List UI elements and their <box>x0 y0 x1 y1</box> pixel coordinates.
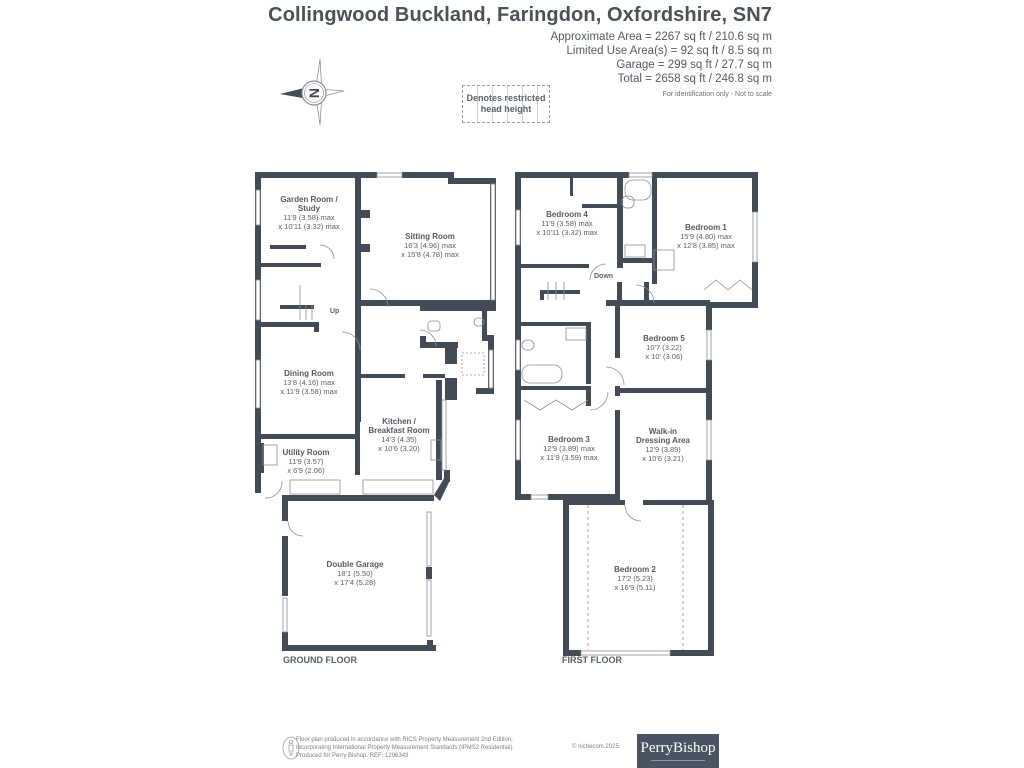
room-sitting-room: Sitting Room 16'3 (4.96) max x 15'8 (4.7… <box>370 232 490 259</box>
room-dimension: 14'3 (4.35) <box>381 435 417 444</box>
room-dimension: 12'9 (3.89) max <box>543 444 595 453</box>
room-dimension: x 12'8 (3.85) max <box>677 241 735 250</box>
limited-use-area: Limited Use Area(s) = 92 sq ft / 8.5 sq … <box>566 45 773 57</box>
room-dimension: 17'2 (5.23) <box>617 574 653 583</box>
room-name: Garden Room / <box>280 195 338 204</box>
room-name: Bedroom 3 <box>548 435 590 444</box>
garage-area: Garage = 299 sq ft / 27.7 sq m <box>616 59 772 71</box>
stairs-down-label: Down <box>594 273 614 280</box>
footer-disclaimer: Floor plan produced in accordance with R… <box>296 736 514 760</box>
total-area: Total = 2658 sq ft / 246.8 sq m <box>617 73 772 85</box>
room-dimension: x 6'9 (2.06) <box>287 466 325 475</box>
room-walk-in-dressing: Walk-in Dressing Area 12'9 (3.89) x 10'6… <box>622 427 704 463</box>
room-dimension: x 11'9 (3.58) max <box>280 387 338 396</box>
approximate-area: Approximate Area = 2267 sq ft / 210.6 sq… <box>550 31 772 43</box>
room-bedroom-2: Bedroom 2 17'2 (5.23) x 16'9 (5.11) <box>595 565 675 592</box>
room-dimension: 11'9 (3.58) max <box>283 213 335 222</box>
room-garden-room-study: Garden Room / Study 11'9 (3.58) max x 10… <box>264 195 354 231</box>
room-dimension: 18'1 (5.50) <box>337 569 373 578</box>
room-name: Dressing Area <box>636 436 690 445</box>
area-summary: Approximate Area = 2267 sq ft / 210.6 sq… <box>550 30 772 102</box>
room-dimension: 11'9 (3.58) max <box>541 219 593 228</box>
room-utility-room: Utility Room 11'9 (3.57) x 6'9 (2.06) <box>276 448 336 475</box>
room-bedroom-3: Bedroom 3 12'9 (3.89) max x 11'9 (3.59) … <box>524 435 614 462</box>
room-double-garage: Double Garage 18'1 (5.50) x 17'4 (5.28) <box>310 560 400 587</box>
room-dimension: 11'9 (3.57) <box>288 457 324 466</box>
room-name: Breakfast Room <box>368 426 430 435</box>
room-dimension: 15'9 (4.80) max <box>680 232 732 241</box>
room-dimension: x 11'9 (3.59) max <box>540 453 598 462</box>
first-floor-label: FIRST FLOOR <box>562 655 622 665</box>
room-dining-room: Dining Room 13'8 (4.16) max x 11'9 (3.58… <box>262 369 356 396</box>
room-bedroom-1: Bedroom 1 15'9 (4.80) max x 12'8 (3.85) … <box>662 223 750 250</box>
room-name: Dining Room <box>284 369 334 378</box>
room-kitchen-breakfast: Kitchen / Breakfast Room 14'3 (4.35) x 1… <box>356 417 442 453</box>
footer-line: Incorporating International Property Mea… <box>296 745 515 751</box>
room-name: Double Garage <box>326 560 384 569</box>
brand-name: PerryBishop <box>640 740 716 756</box>
room-dimension: x 17'4 (5.28) <box>334 578 376 587</box>
perry-bishop-logo: PerryBishop <box>637 734 719 768</box>
room-dimension: x 10'11 (3.32) max <box>536 228 598 237</box>
room-name: Bedroom 2 <box>614 565 656 574</box>
room-dimension: x 15'8 (4.78) max <box>401 250 459 259</box>
room-dimension: x 10'11 (3.32) max <box>278 222 340 231</box>
room-dimension: x 10'6 (3.20) <box>378 444 420 453</box>
footer-line: Produced for Perry Bishop. REF: 1296343 <box>296 753 409 759</box>
room-name: Study <box>297 204 321 213</box>
room-name: Bedroom 1 <box>685 223 727 232</box>
person-measure-icon <box>282 736 300 760</box>
room-dimension: 10'7 (3.22) <box>646 343 682 352</box>
legend-line-2: head height <box>480 104 532 114</box>
scale-note: For identification only - Not to scale <box>662 91 772 98</box>
room-name: Kitchen / <box>382 417 416 426</box>
ground-floor-label: GROUND FLOOR <box>283 655 357 665</box>
legend-line-1: Denotes restricted <box>466 93 546 103</box>
brand-tagline-rule <box>651 760 705 761</box>
compass-north-icon: N <box>280 58 345 126</box>
restricted-height-legend: Denotes restricted head height <box>462 85 550 123</box>
svg-text:N: N <box>306 88 322 98</box>
room-dimension: x 10'6 (3.21) <box>642 454 684 463</box>
room-name: Utility Room <box>282 448 330 457</box>
stairs-up-label: Up <box>330 308 340 315</box>
footer-line: Floor plan produced in accordance with R… <box>296 737 513 743</box>
room-dimension: x 16'9 (5.11) <box>614 583 656 592</box>
room-name: Walk-in <box>648 427 678 436</box>
room-name: Bedroom 5 <box>643 334 685 343</box>
room-dimension: 13'8 (4.16) max <box>283 378 335 387</box>
room-dimension: 16'3 (4.96) max <box>404 241 456 250</box>
room-name: Sitting Room <box>405 232 455 241</box>
copyright: © nichecom 2025. <box>572 744 621 750</box>
room-dimension: x 10' (3.06) <box>645 352 683 361</box>
room-name: Bedroom 4 <box>546 210 588 219</box>
property-title: Collingwood Buckland, Faringdon, Oxfords… <box>268 4 772 26</box>
room-bedroom-5: Bedroom 5 10'7 (3.22) x 10' (3.06) <box>624 334 704 361</box>
room-bedroom-4: Bedroom 4 11'9 (3.58) max x 10'11 (3.32)… <box>522 210 612 237</box>
room-dimension: 12'9 (3.89) <box>645 445 681 454</box>
